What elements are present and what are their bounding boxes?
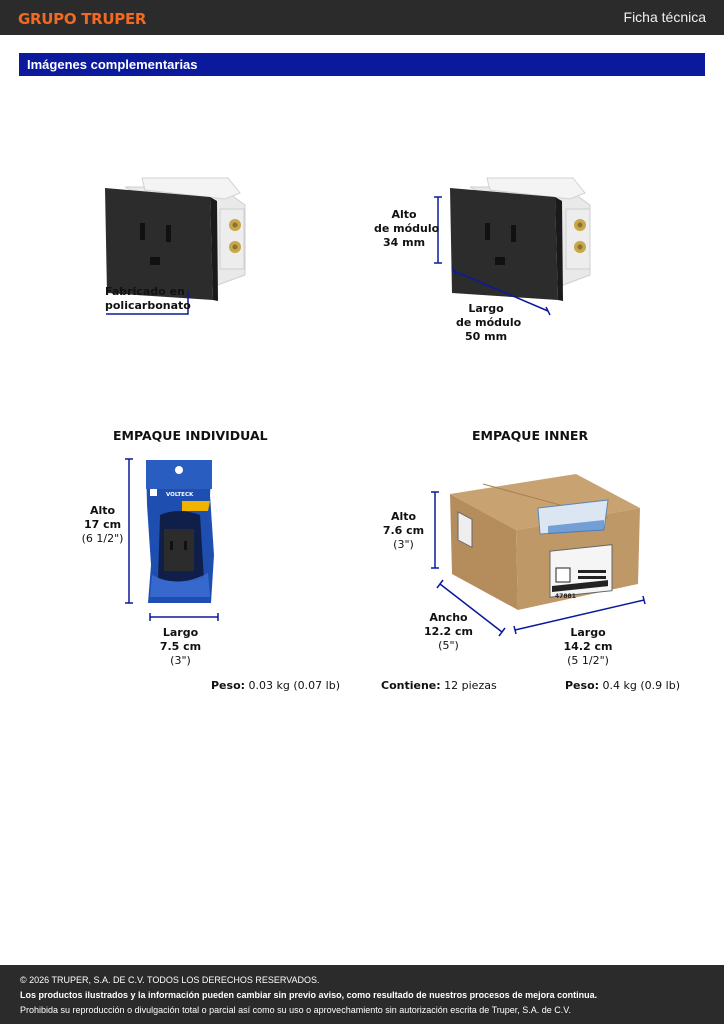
inner-box-image: 47881 <box>431 474 646 637</box>
document-type: Ficha técnica <box>623 9 706 25</box>
individual-height-label: Alto 17 cm (6 1/2") <box>81 504 124 545</box>
individual-pack-heading: EMPAQUE INDIVIDUAL <box>113 428 268 443</box>
inner-height-label: Alto 7.6 cm (3") <box>382 510 425 551</box>
top-bar: GRUPO TRUPER Ficha técnica <box>0 0 724 35</box>
brand-logo: GRUPO TRUPER <box>18 10 147 28</box>
module-length-label: Largo de módulo 50 mm <box>456 302 522 343</box>
footer-notice: Los productos ilustrados y la informació… <box>20 990 598 1000</box>
inner-pack-heading: EMPAQUE INNER <box>472 428 589 443</box>
individual-length-label: Largo 7.5 cm (3") <box>159 626 202 667</box>
material-callout: Fabricado en policarbonato <box>105 285 191 312</box>
inner-width-label: Ancho 12.2 cm (5") <box>424 611 473 652</box>
section-header: Imágenes complementarias <box>19 53 705 76</box>
product-image-material <box>105 177 246 315</box>
inner-contents: Contiene: 12 piezas <box>381 679 497 692</box>
section-title: Imágenes complementarias <box>27 57 198 72</box>
individual-weight: Peso: 0.03 kg (0.07 lb) <box>211 679 340 692</box>
product-image-dimensions <box>434 177 591 316</box>
box-code-text: 47881 <box>555 593 576 600</box>
inner-weight: Peso: 0.4 kg (0.9 lb) <box>565 679 680 692</box>
pack-brand-text: VOLTECK <box>166 492 194 498</box>
footer-legal: Prohibida su reproducción o divulgación … <box>20 1005 571 1015</box>
individual-pack-image: VOLTECK <box>125 458 219 621</box>
footer-copyright: © 2026 TRUPER, S.A. DE C.V. TODOS LOS DE… <box>20 975 320 985</box>
inner-length-label: Largo 14.2 cm (5 1/2") <box>563 626 613 667</box>
module-height-label: Alto de módulo 34 mm <box>374 208 440 249</box>
footer: © 2026 TRUPER, S.A. DE C.V. TODOS LOS DE… <box>0 965 724 1024</box>
